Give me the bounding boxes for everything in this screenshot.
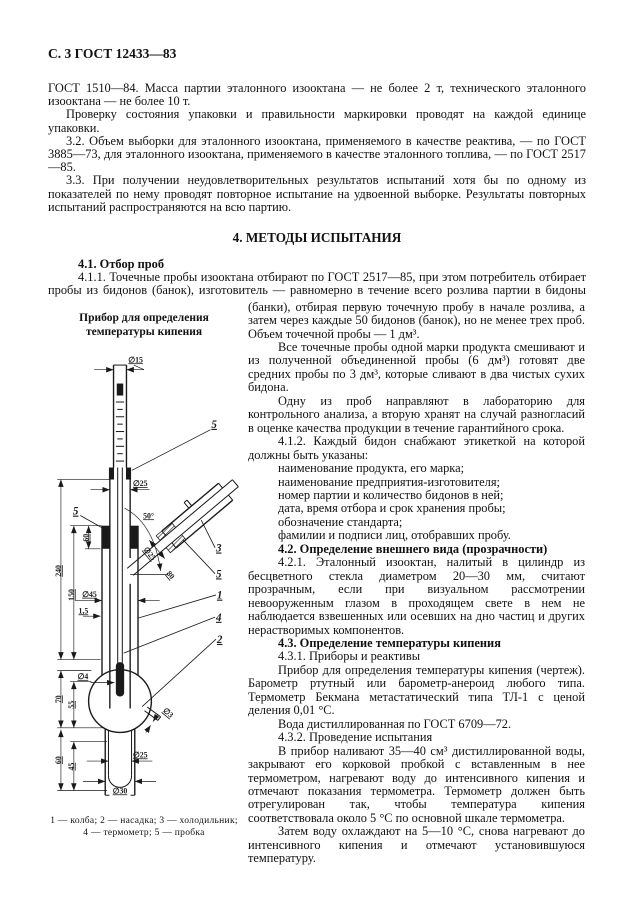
subsection-heading: 4.1. Отбор проб [78,257,165,272]
part-label-5-top: 5 [211,418,217,430]
dim-label-v60: 60 [54,756,63,764]
mercury-bulb [115,661,125,697]
two-column-area: Прибор для определения температуры кипен… [48,299,586,866]
paragraph: 3.2. Объем выборки для эталонного изоокт… [48,133,586,175]
dim-label-v55: 55 [67,700,76,708]
flask-bulb [87,668,153,733]
section-heading: 4. МЕТОДЫ ИСПЫТАНИЯ [232,230,402,246]
subsection-heading: 4.2. Определение внешнего вида (прозрачн… [278,541,548,556]
part-label-1: 1 [217,589,223,601]
dim-label-v70: 70 [54,695,63,703]
part-label-5-mid: 5 [216,568,222,580]
paragraph: Прибор для определения температуры кипен… [248,662,585,718]
dim-label-d30: ∅30 [113,786,128,795]
intro-block: ГОСТ 1510—84. Масса партии эталонного из… [48,81,586,214]
list-item: обозначение стандарта; [278,514,403,529]
part-label-3: 3 [215,542,222,554]
dim-label-d25-bottom: ∅25 [133,750,148,759]
paragraph: (банки), отбирая первую точечную пробу в… [248,299,585,341]
paragraph: 3.3. При получении неудовлетворительных … [48,173,586,214]
thermometer-scale-ticks [115,401,125,462]
paragraph: 4.3.1. Приборы и реактивы [278,649,421,664]
apparatus-drawing: ∅15 ∅25 60 50° ∅25 80 ∅45 1,5 240 150 70… [54,355,239,796]
paragraph: Одну из проб направляют в лабораторию дл… [248,393,585,435]
figure-caption: 1 — колба; 2 — насадка; 3 — холодильник;… [50,815,238,838]
text-column: (банки), отбирая первую точечную пробу в… [248,299,585,866]
list-item: фамилии и подписи лиц, отобравших пробу. [278,528,511,543]
paragraph: 4.1.1. Точечные пробы изооктана отбирают… [48,270,586,298]
paragraph: Все точечные пробы одной марки продукта … [248,340,585,395]
page-header: С. 3 ГОСТ 12433—83 [48,46,177,61]
condenser-assembly [126,478,239,576]
paragraph: ГОСТ 1510—84. Масса партии эталонного из… [48,81,586,109]
paragraph: Вода дистиллированная по ГОСТ 6709—72. [278,716,512,731]
part-label-2: 2 [216,634,223,646]
dim-label-d15: ∅15 [128,355,143,364]
dim-label-d3: ∅3 [161,706,175,720]
collar-cork [102,525,110,549]
paragraph: Затем воду охлаждают на 5—10 °С, снова н… [248,824,585,866]
paragraph: В прибор наливают 35—40 см³ дистиллирова… [248,743,585,825]
dim-label-v150: 150 [67,589,76,601]
dim-label-d25-neck: ∅25 [133,479,148,488]
paragraph: 4.1.2. Каждый бидон снабжают этикеткой н… [248,434,585,462]
list-item: номер партии и количество бидонов в ней; [278,487,504,502]
list-item: наименование предприятия-изготовителя; [278,474,500,489]
dim-label-cork60: 60 [82,533,91,541]
figure-title: Прибор для определения температуры кипен… [79,311,209,338]
paragraph: Проверку состояния упаковки и правильнос… [48,107,586,135]
top-cork [108,467,114,480]
dimension-lines [57,364,168,791]
dim-label-len80: 80 [165,569,177,581]
subsection-heading: 4.3. Определение температуры кипения [278,635,501,650]
dim-label-v45: 45 [67,762,76,770]
dim-label-v240: 240 [54,565,63,577]
part-labels: 5 5 3 5 1 4 2 [73,418,223,707]
glassware-outlines [87,364,162,796]
dim-label-angle50: 50° [143,511,154,520]
list-item: дата, время отбора и срок хранения пробы… [278,501,506,516]
paragraph: 4.3.2. Проведение испытания [278,730,433,745]
paragraph: 4.2.1. Эталонный изооктан, налитый в цил… [248,555,585,637]
figure-column: Прибор для определения температуры кипен… [48,301,240,866]
dim-label-wall15: 1,5 [78,606,88,615]
part-label-5-left: 5 [73,505,79,517]
dim-label-d45: ∅45 [82,589,97,598]
dim-label-d4: ∅4 [78,672,89,681]
dimension-labels: ∅15 ∅25 60 50° ∅25 80 ∅45 1,5 240 150 70… [54,355,177,795]
part-label-4: 4 [215,611,222,623]
list-item: наименование продукта, его марка; [278,461,465,476]
